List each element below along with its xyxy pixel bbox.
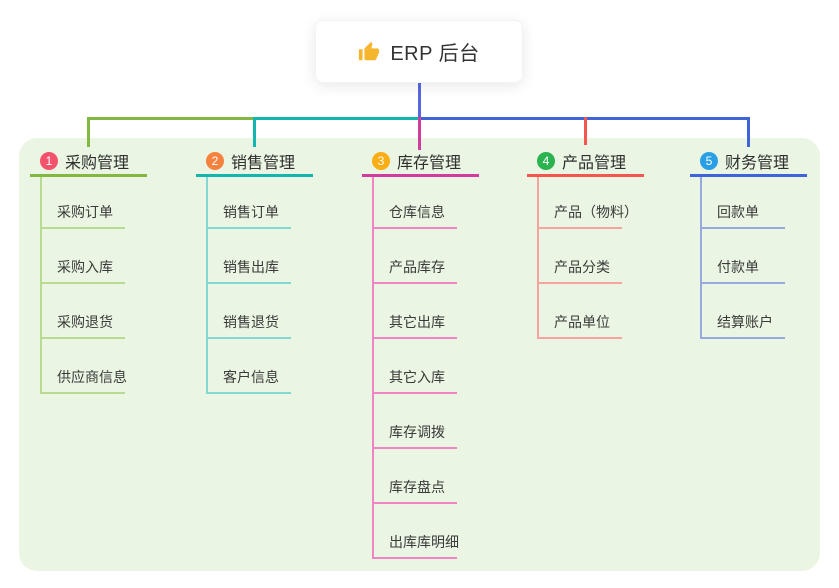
child-node-label: 销售出库: [223, 259, 279, 275]
branch-underline: [362, 174, 479, 177]
child-node[interactable]: 产品（物料）: [527, 177, 644, 229]
child-node-label: 回款单: [717, 204, 759, 220]
child-node[interactable]: 其它入库: [362, 339, 479, 394]
branch-node-finance[interactable]: 5 财务管理: [690, 147, 807, 174]
child-node-label: 产品分类: [554, 259, 610, 275]
branch-children: 采购订单 采购入库 采购退货 供应商信息: [30, 177, 147, 394]
child-node[interactable]: 出库库明细: [362, 504, 479, 559]
branch-inventory-management: 3 库存管理 仓库信息 产品库存 其它出库 其它入库 库存调拨 库存盘点 出库库…: [362, 147, 479, 559]
child-node[interactable]: 销售订单: [196, 177, 313, 229]
child-node[interactable]: 产品分类: [527, 229, 644, 284]
connector-bus-sales: [253, 117, 420, 120]
branch-finance-management: 5 财务管理 回款单 付款单 结算账户: [690, 147, 807, 339]
child-node-label: 产品库存: [389, 259, 445, 275]
child-node[interactable]: 仓库信息: [362, 177, 479, 229]
child-node[interactable]: 采购入库: [30, 229, 147, 284]
branch-product-management: 4 产品管理 产品（物料） 产品分类 产品单位: [527, 147, 644, 339]
child-node[interactable]: 采购订单: [30, 177, 147, 229]
child-node-label: 供应商信息: [57, 369, 127, 385]
child-node-label: 产品单位: [554, 314, 610, 330]
branch-children: 产品（物料） 产品分类 产品单位: [527, 177, 644, 339]
branch-number-badge: 3: [372, 151, 390, 170]
branch-node-label: 销售管理: [231, 154, 296, 172]
branch-node-label: 采购管理: [65, 154, 130, 172]
branch-node-sales[interactable]: 2 销售管理: [196, 147, 313, 174]
branch-node-label: 财务管理: [725, 154, 790, 172]
child-node[interactable]: 客户信息: [196, 339, 313, 394]
connector-drop-sales: [253, 117, 256, 147]
branch-node-inventory[interactable]: 3 库存管理: [362, 147, 479, 174]
child-node[interactable]: 产品库存: [362, 229, 479, 284]
child-node[interactable]: 库存盘点: [362, 449, 479, 504]
thumbs-up-icon: [358, 41, 380, 63]
connector-drop-purchase: [87, 117, 90, 147]
branch-sales-management: 2 销售管理 销售订单 销售出库 销售退货 客户信息: [196, 147, 313, 394]
child-node-label: 采购退货: [57, 314, 113, 330]
branch-purchase-management: 1 采购管理 采购订单 采购入库 采购退货 供应商信息: [30, 147, 147, 394]
child-node-label: 采购订单: [57, 204, 113, 220]
root-node[interactable]: ERP 后台: [315, 20, 523, 83]
child-node-label: 付款单: [717, 259, 759, 275]
child-node-label: 库存盘点: [389, 479, 445, 495]
branch-node-purchase[interactable]: 1 采购管理: [30, 147, 147, 174]
child-node[interactable]: 供应商信息: [30, 339, 147, 394]
branch-children: 仓库信息 产品库存 其它出库 其它入库 库存调拨 库存盘点 出库库明细: [362, 177, 479, 559]
branch-underline: [196, 174, 313, 177]
branch-underline: [527, 174, 644, 177]
child-node-label: 其它出库: [389, 314, 445, 330]
child-node-label: 产品（物料）: [554, 204, 638, 220]
branch-number-badge: 1: [40, 151, 58, 170]
child-node[interactable]: 产品单位: [527, 284, 644, 339]
branch-underline: [690, 174, 807, 177]
child-node-label: 库存调拨: [389, 424, 445, 440]
branch-children: 销售订单 销售出库 销售退货 客户信息: [196, 177, 313, 394]
connector-drop-inventory: [418, 117, 421, 150]
child-node-label: 仓库信息: [389, 204, 445, 220]
child-node-label: 结算账户: [717, 314, 773, 330]
child-node-label: 其它入库: [389, 369, 445, 385]
child-node[interactable]: 销售退货: [196, 284, 313, 339]
branch-node-product[interactable]: 4 产品管理: [527, 147, 644, 174]
connector-drop-finance: [747, 117, 750, 147]
branch-underline: [30, 174, 147, 177]
connector-bus-purchase: [88, 117, 255, 120]
child-node-label: 出库库明细: [389, 534, 459, 550]
root-node-label: ERP 后台: [390, 43, 480, 65]
child-node[interactable]: 库存调拨: [362, 394, 479, 449]
branch-children: 回款单 付款单 结算账户: [690, 177, 807, 339]
branch-number-badge: 2: [206, 151, 224, 170]
child-node[interactable]: 采购退货: [30, 284, 147, 339]
child-node[interactable]: 结算账户: [690, 284, 807, 339]
connector-root-vertical: [418, 83, 421, 118]
child-node[interactable]: 付款单: [690, 229, 807, 284]
branch-node-label: 库存管理: [397, 154, 462, 172]
child-node-label: 采购入库: [57, 259, 113, 275]
child-node-label: 销售订单: [223, 204, 279, 220]
child-node-label: 销售退货: [223, 314, 279, 330]
branch-number-badge: 4: [537, 151, 555, 170]
branch-number-badge: 5: [700, 151, 718, 170]
child-node-label: 客户信息: [223, 369, 279, 385]
connector-drop-product: [584, 117, 587, 145]
branch-node-label: 产品管理: [562, 154, 627, 172]
child-node[interactable]: 销售出库: [196, 229, 313, 284]
child-node[interactable]: 其它出库: [362, 284, 479, 339]
branches-panel: [19, 138, 820, 571]
child-node[interactable]: 回款单: [690, 177, 807, 229]
